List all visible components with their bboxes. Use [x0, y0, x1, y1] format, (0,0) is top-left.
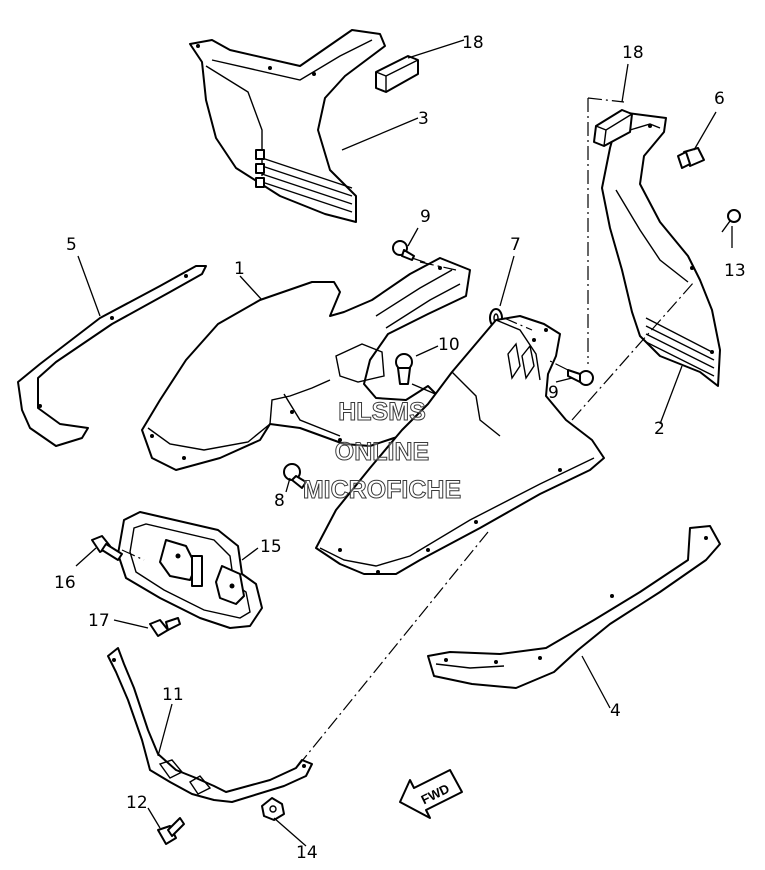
callout-4: 4 [610, 701, 621, 721]
callout-numbers: 18 3 18 6 5 9 7 13 1 10 9 2 8 15 16 17 1… [54, 33, 746, 863]
alignment-lines [121, 97, 695, 767]
watermark-line-3: MICROFICHE [303, 476, 461, 504]
callout-3: 3 [418, 109, 429, 129]
callout-17: 17 [88, 611, 110, 631]
fwd-arrow: FWD [399, 769, 463, 819]
screw-9-right [567, 369, 594, 386]
bolt-16 [91, 535, 123, 561]
callout-2: 2 [654, 419, 665, 439]
callout-8: 8 [274, 491, 285, 511]
callout-14: 14 [296, 843, 318, 863]
watermark: HLSMS ONLINE MICROFICHE [302, 398, 461, 505]
leader-lines [75, 39, 733, 847]
callout-11: 11 [162, 685, 184, 705]
side-cover-right [601, 111, 721, 387]
pad-left [375, 55, 419, 93]
bolt-6 [677, 147, 705, 169]
screw-13 [721, 209, 741, 233]
callout-10: 10 [438, 335, 460, 355]
light-bracket-15 [117, 511, 263, 629]
bolt-12 [157, 817, 185, 845]
callout-12: 12 [126, 793, 148, 813]
callout-7: 7 [510, 235, 521, 255]
trim-strip-left [17, 265, 207, 447]
front-fender-left [141, 257, 471, 471]
side-cover-left [189, 29, 386, 223]
callout-1: 1 [234, 259, 245, 279]
screw-9-upper [392, 240, 415, 261]
screw-8 [283, 463, 307, 489]
lower-trim-strip [427, 525, 721, 689]
pad-right [593, 109, 633, 147]
callout-16: 16 [54, 573, 76, 593]
fastener-10 [395, 353, 413, 385]
bolt-17 [149, 617, 181, 637]
callout-18-right: 18 [622, 43, 644, 63]
callout-18-left: 18 [462, 33, 484, 53]
callout-13: 13 [724, 261, 746, 281]
callout-6: 6 [714, 89, 725, 109]
front-fender-right [315, 315, 605, 575]
callout-9-right: 9 [548, 383, 559, 403]
callout-15: 15 [260, 537, 282, 557]
nut-14 [261, 797, 285, 821]
callout-5: 5 [66, 235, 77, 255]
stay-bar-11 [107, 647, 313, 803]
callout-9-upper: 9 [420, 207, 431, 227]
watermark-line-2: ONLINE [335, 438, 429, 466]
watermark-line-1: HLSMS [338, 398, 426, 426]
